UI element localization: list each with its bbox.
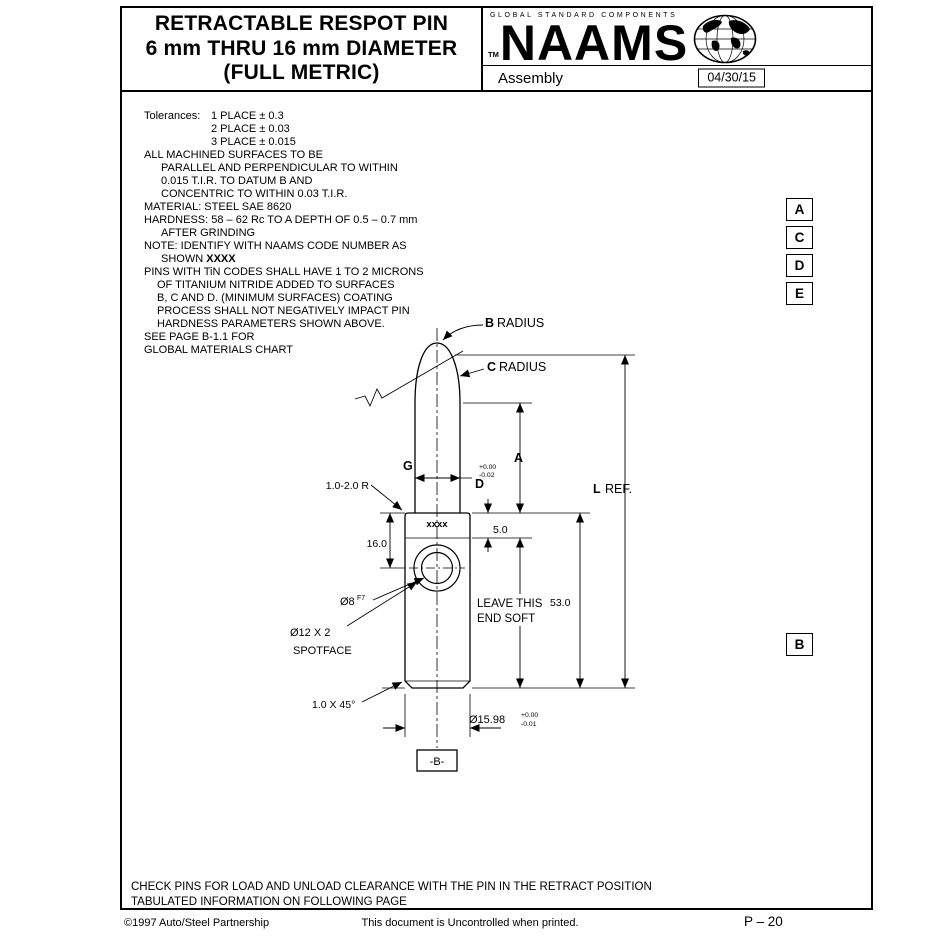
tolerance-line: 1 PLACE ± 0.3	[211, 110, 284, 122]
note-line: HARDNESS: 58 – 62 Rc TO A DEPTH OF 0.5 –…	[144, 214, 418, 226]
corner-radius-leader	[370, 484, 403, 511]
corner-radius-label: 1.0-2.0 R	[326, 480, 370, 492]
dimension-lines	[383, 355, 629, 732]
c-radius-letter: C	[487, 360, 496, 374]
leader-lines	[346, 324, 485, 703]
zone-marker-a: A	[786, 198, 813, 221]
note-line: SEE PAGE B-1.1 FOR	[144, 331, 255, 343]
tolerance-line: 3 PLACE ± 0.015	[211, 136, 296, 148]
note-line: ALL MACHINED SURFACES TO BE	[144, 149, 323, 161]
dim-53-label: 53.0	[550, 597, 571, 609]
tolerances-label: Tolerances:	[144, 110, 201, 122]
spotface-line1: Ø12 X 2	[290, 627, 330, 639]
title-block: RETRACTABLE RESPOT PIN 6 mm THRU 16 mm D…	[122, 8, 871, 92]
zone-marker-b: B	[786, 633, 813, 656]
bottom-dia-label: Ø15.98	[469, 714, 505, 726]
spotface-line2: SPOTFACE	[293, 645, 352, 657]
hole-dia-label: Ø8	[340, 596, 355, 608]
chamfer-leader	[361, 681, 403, 703]
tolerances-values: 1 PLACE ± 0.3 2 PLACE ± 0.03 3 PLACE ± 0…	[211, 110, 296, 149]
dim-g-label: G	[403, 459, 413, 473]
footer-copyright: ©1997 Auto/Steel Partnership	[124, 917, 270, 929]
brand-logo-row: TM NAAMS	[483, 14, 871, 71]
hole-circle	[420, 551, 454, 585]
note-line: CONCENTRIC TO WITHIN 0.03 T.I.R.	[161, 188, 348, 200]
footer-page-number: P – 20	[744, 914, 783, 929]
clearance-notes: CHECK PINS FOR LOAD AND UNLOAD CLEARANCE…	[131, 880, 652, 909]
datum-b-box	[416, 749, 458, 772]
doc-title-line: 6 mm THRU 16 mm DIAMETER	[145, 36, 458, 60]
assembly-label: Assembly	[498, 69, 564, 87]
break-line	[354, 350, 464, 408]
drawing-sheet-frame: RETRACTABLE RESPOT PIN 6 mm THRU 16 mm D…	[120, 6, 873, 910]
brand-block: GLOBAL STANDARD COMPONENTS TM NAAMS	[483, 8, 871, 90]
note-line: NOTE: IDENTIFY WITH NAAMS CODE NUMBER AS	[144, 240, 407, 252]
note-line: B, C AND D. (MINIMUM SURFACES) COATING	[157, 292, 393, 304]
brand-subrow: Assembly 04/30/15	[483, 66, 871, 90]
hole-fit-label: F7	[357, 595, 365, 602]
pin-nose	[414, 342, 461, 513]
shown-prefix: SHOWN	[161, 253, 204, 265]
clearance-note-line: TABULATED INFORMATION ON FOLLOWING PAGE	[131, 895, 407, 908]
tolerance-line: 2 PLACE ± 0.03	[211, 123, 290, 135]
naams-wordmark: NAAMS	[499, 15, 689, 71]
globe-icon	[693, 14, 757, 64]
soft-note-line2: END SOFT	[477, 613, 535, 625]
dim-d-tol-lower: -0.02	[479, 472, 495, 479]
revision-date: 04/30/15	[698, 68, 765, 88]
spotface-leader	[346, 581, 418, 627]
dimension-labels: B RADIUS C RADIUS G A D +0.00 -0.02 L RE…	[290, 316, 632, 768]
b-radius-word: RADIUS	[497, 316, 544, 330]
naams-code-placeholder: XXXX	[206, 253, 236, 265]
note-line-shown-code: SHOWN XXXX	[144, 253, 424, 266]
note-line: PINS WITH TiN CODES SHALL HAVE 1 TO 2 MI…	[144, 266, 424, 278]
chamfer-label: 1.0 X 45°	[312, 699, 355, 711]
footer-disclaimer: This document is Uncontrolled when print…	[361, 917, 579, 929]
doc-title-line: RETRACTABLE RESPOT PIN	[154, 12, 449, 36]
drawing-area: Tolerances: 1 PLACE ± 0.3 2 PLACE ± 0.03…	[122, 92, 871, 909]
note-line: HARDNESS PARAMETERS SHOWN ABOVE.	[157, 318, 385, 330]
general-notes: Tolerances: 1 PLACE ± 0.3 2 PLACE ± 0.03…	[144, 110, 424, 357]
soft-note-line1: LEAVE THIS	[477, 598, 543, 610]
zone-marker-c: C	[786, 226, 813, 249]
doc-title-line: (FULL METRIC)	[223, 61, 380, 85]
pin-outline	[354, 342, 471, 689]
note-line: OF TITANIUM NITRIDE ADDED TO SURFACES	[157, 279, 395, 291]
trademark-mark: TM	[488, 50, 499, 59]
spotface-circle	[413, 544, 461, 592]
doc-title: RETRACTABLE RESPOT PIN 6 mm THRU 16 mm D…	[122, 8, 483, 90]
note-line: PROCESS SHALL NOT NEGATIVELY IMPACT PIN	[157, 305, 410, 317]
clearance-note-line: CHECK PINS FOR LOAD AND UNLOAD CLEARANCE…	[131, 881, 652, 893]
note-line: PARALLEL AND PERPENDICULAR TO WITHIN	[161, 162, 398, 174]
dim-l-word: REF.	[605, 482, 632, 496]
note-line: 0.015 T.I.R. TO DATUM B AND	[161, 175, 313, 187]
dim-d-tol-upper: +0.00	[479, 464, 496, 471]
b-radius-leader	[442, 324, 484, 341]
tolerances-block: Tolerances: 1 PLACE ± 0.3 2 PLACE ± 0.03…	[144, 110, 424, 149]
b-radius-letter: B	[485, 316, 494, 330]
note-line: AFTER GRINDING	[161, 227, 256, 239]
pin-technical-drawing: B RADIUS C RADIUS G A D +0.00 -0.02 L RE…	[290, 316, 635, 772]
dim-l-letter: L	[593, 482, 601, 496]
zone-marker-e: E	[786, 282, 813, 305]
c-radius-leader	[459, 368, 485, 378]
datum-b-label: -B-	[430, 756, 445, 768]
dim-5-label: 5.0	[493, 524, 508, 536]
pin-marking: xxxx	[426, 519, 448, 530]
brand-tagline: GLOBAL STANDARD COMPONENTS	[490, 12, 678, 19]
zone-marker-d: D	[786, 254, 813, 277]
dim-16-label: 16.0	[367, 538, 388, 550]
note-line: GLOBAL MATERIALS CHART	[144, 344, 293, 356]
dim-a-label: A	[514, 451, 523, 465]
dim-d-label: D	[475, 477, 484, 491]
bottom-dia-tol-lower: -0.01	[521, 721, 537, 728]
bottom-dia-tol-upper: +0.00	[521, 712, 538, 719]
hole-leader	[372, 577, 425, 601]
c-radius-word: RADIUS	[499, 360, 546, 374]
extension-lines	[380, 354, 635, 737]
pin-body	[404, 512, 471, 689]
note-line: MATERIAL: STEEL SAE 8620	[144, 201, 292, 213]
